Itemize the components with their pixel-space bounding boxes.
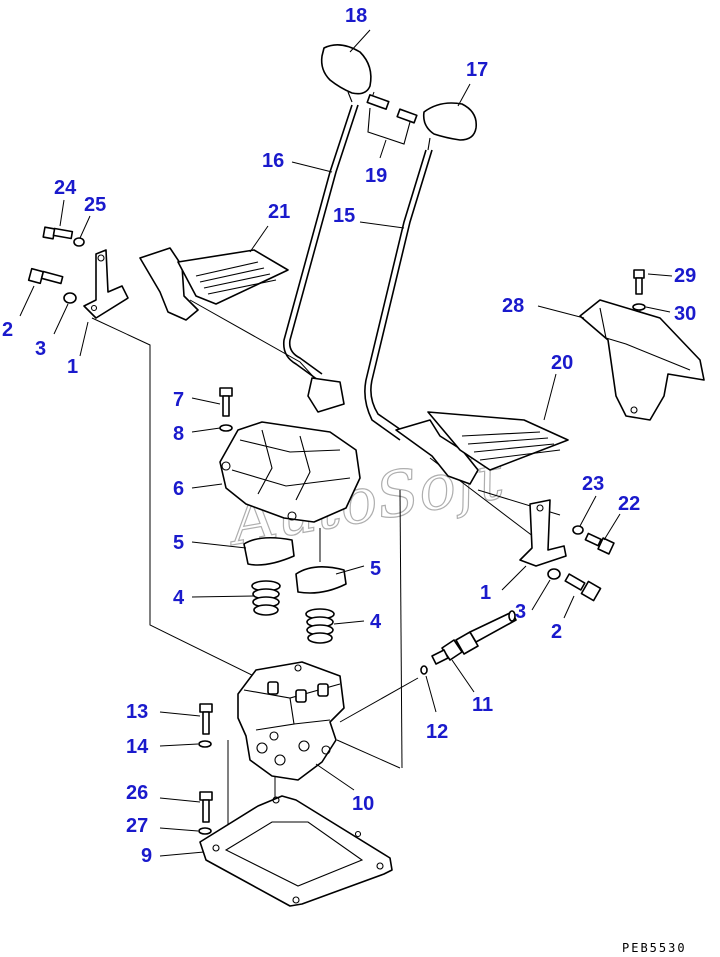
washer-23 — [572, 525, 584, 535]
boot-5-left — [243, 536, 295, 566]
callout-5-left: 5 — [173, 532, 184, 554]
callout-23: 23 — [582, 473, 604, 495]
bracket-1-left — [83, 249, 129, 319]
lever-rod-15 — [364, 149, 433, 441]
gasket-9 — [199, 795, 393, 907]
callout-7: 7 — [173, 389, 184, 411]
callout-19: 19 — [365, 165, 387, 187]
lever-rod-16 — [282, 104, 359, 413]
bolt-7 — [219, 387, 233, 417]
callout-14: 14 — [126, 736, 149, 758]
bolt-26 — [199, 791, 213, 823]
washer-8 — [219, 424, 233, 432]
washer-30 — [632, 303, 646, 311]
washer-27 — [198, 827, 212, 835]
bolt-22 — [584, 532, 615, 555]
label-leaders — [19, 29, 673, 857]
cover-28 — [579, 299, 705, 421]
boot-5-right — [295, 566, 347, 594]
callout-24: 24 — [54, 177, 77, 199]
bolt-2-left — [27, 267, 64, 285]
bolt-24 — [42, 226, 74, 240]
figure-code: PEB5530 — [622, 941, 687, 955]
callout-6: 6 — [173, 478, 184, 500]
callout-2-left: 2 — [2, 319, 13, 341]
spring-4-right — [305, 608, 335, 644]
bolt-29 — [633, 269, 645, 295]
callout-labels: 18 17 16 19 24 25 21 15 29 28 30 2 3 1 2… — [2, 5, 696, 867]
bolt-set-19 — [366, 94, 418, 145]
callout-8: 8 — [173, 423, 184, 445]
callout-4-left: 4 — [173, 587, 185, 609]
spring-4-left — [251, 580, 281, 616]
callout-27: 27 — [126, 815, 148, 837]
bracket-1-right — [519, 499, 567, 567]
callout-13: 13 — [126, 701, 148, 723]
washer-3-right — [547, 568, 561, 580]
callout-2-right: 2 — [551, 621, 562, 643]
callout-17: 17 — [466, 59, 488, 81]
callout-4-right: 4 — [370, 611, 382, 633]
lever-knob-17 — [422, 102, 478, 151]
callout-22: 22 — [618, 493, 640, 515]
pedal-20 — [395, 411, 569, 485]
oring-12 — [420, 665, 428, 675]
callout-3-left: 3 — [35, 338, 46, 360]
callout-12: 12 — [426, 721, 448, 743]
bolt-2-right — [564, 573, 602, 602]
washer-14 — [198, 740, 212, 748]
callout-26: 26 — [126, 782, 148, 804]
washer-25 — [73, 237, 85, 247]
callout-1-right: 1 — [480, 582, 491, 604]
callout-15: 15 — [333, 205, 355, 227]
callout-28: 28 — [502, 295, 524, 317]
callout-10: 10 — [352, 793, 374, 815]
elbow-11 — [431, 610, 517, 665]
valve-body-10 — [237, 661, 345, 781]
callout-9: 9 — [141, 845, 152, 867]
callout-29: 29 — [674, 265, 696, 287]
callout-11: 11 — [472, 694, 493, 716]
callout-16: 16 — [262, 150, 284, 172]
callout-3-right: 3 — [515, 601, 526, 623]
valve-cover-6 — [219, 421, 361, 523]
bolt-13 — [199, 703, 213, 735]
callout-30: 30 — [674, 303, 696, 325]
pedal-21 — [139, 247, 289, 321]
callout-20: 20 — [551, 352, 573, 374]
callout-21: 21 — [268, 201, 290, 223]
callout-18: 18 — [345, 5, 367, 27]
lever-knob-18 — [320, 44, 372, 103]
callout-5-right: 5 — [370, 558, 381, 580]
washer-3-left — [63, 292, 77, 304]
callout-1-left: 1 — [67, 356, 78, 378]
callout-25: 25 — [84, 194, 106, 216]
